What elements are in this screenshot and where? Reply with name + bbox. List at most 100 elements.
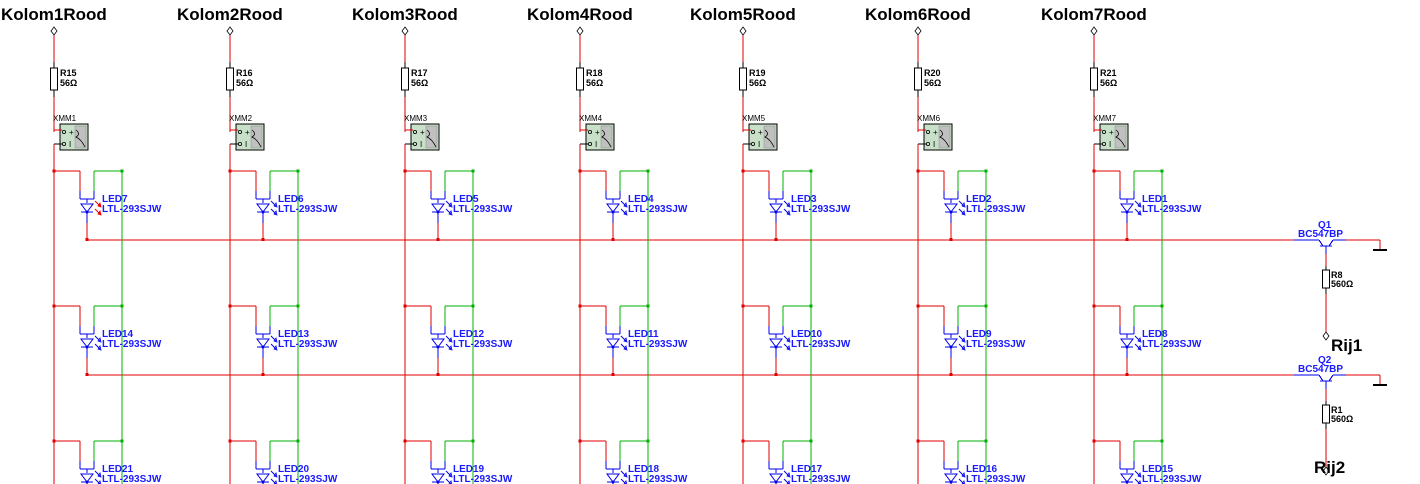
junction-dot: [296, 169, 300, 173]
row-title: Rij1: [1331, 336, 1362, 355]
light-arrowhead: [623, 480, 628, 484]
light-arrow-icon: [783, 478, 790, 484]
multimeter-icon[interactable]: +I: [585, 123, 615, 151]
column-title: Kolom7Rood: [1041, 5, 1147, 24]
terminal-icon[interactable]: [401, 26, 409, 36]
junction-dot: [120, 304, 124, 308]
junction-dot: [809, 304, 813, 308]
multimeter-display: [763, 125, 776, 149]
junction-dot: [471, 169, 475, 173]
junction-dot: [228, 304, 232, 308]
resistor-icon[interactable]: [576, 67, 584, 91]
resistor-value: 56Ω: [586, 78, 603, 88]
resistor-icon[interactable]: [1322, 404, 1330, 424]
terminal-icon[interactable]: [576, 26, 584, 36]
terminal-icon[interactable]: [50, 26, 58, 36]
terminal-icon[interactable]: [226, 26, 234, 36]
junction-dot: [1160, 304, 1164, 308]
terminal-icon[interactable]: [1090, 26, 1098, 36]
minus-sign: I: [245, 140, 247, 149]
junction-dot: [646, 304, 650, 308]
led-diode-icon: [431, 473, 445, 483]
light-arrow-icon: [270, 208, 277, 215]
resistor-icon[interactable]: [226, 67, 234, 91]
terminal-icon[interactable]: [739, 26, 747, 36]
light-arrowhead: [448, 480, 453, 484]
junction-dot: [228, 439, 232, 443]
multimeter-needle: [764, 129, 775, 148]
resistor-icon[interactable]: [914, 67, 922, 91]
junction-dot: [52, 169, 56, 173]
junction-dot: [296, 304, 300, 308]
junction-dot: [1160, 439, 1164, 443]
light-arrow-icon: [445, 335, 452, 342]
multimeter-icon[interactable]: +I: [1099, 123, 1129, 151]
resistor-icon[interactable]: [739, 67, 747, 91]
light-arrow-icon: [445, 343, 452, 350]
multimeter-icon[interactable]: +I: [923, 123, 953, 151]
resistor-icon[interactable]: [1322, 269, 1330, 289]
resistor-ref: R21: [1100, 68, 1117, 78]
terminal-icon[interactable]: [1322, 466, 1330, 476]
light-arrow-icon: [620, 343, 627, 350]
terminal-icon[interactable]: [1322, 331, 1330, 341]
multimeter-needle: [1115, 129, 1126, 148]
light-arrow-icon: [270, 343, 277, 350]
light-arrowhead: [786, 472, 791, 478]
minus-sign: I: [69, 140, 71, 149]
probe-minus: [926, 141, 931, 146]
probe-minus: [1102, 141, 1107, 146]
multimeter-needle: [601, 129, 612, 148]
resistor-icon[interactable]: [401, 67, 409, 91]
led-ref: LED6: [278, 194, 304, 205]
multimeter-icon[interactable]: +I: [235, 123, 265, 151]
light-arrow-icon: [94, 470, 101, 477]
resistor-icon[interactable]: [1090, 67, 1098, 91]
multimeter-icon[interactable]: +I: [748, 123, 778, 151]
light-arrowhead: [97, 337, 102, 343]
led-ref: LED18: [628, 464, 660, 475]
junction-dot: [1092, 439, 1096, 443]
terminal-icon[interactable]: [914, 26, 922, 36]
row-title: Rij2: [1314, 458, 1345, 477]
multimeter-icon[interactable]: +I: [59, 123, 89, 151]
probe-minus: [62, 141, 67, 146]
light-arrow-icon: [1134, 208, 1141, 215]
led-diode-icon: [431, 203, 445, 213]
light-arrowhead: [273, 337, 278, 343]
led-part: LTL-293SJW: [1142, 204, 1202, 215]
junction-dot: [120, 169, 124, 173]
light-arrowhead: [273, 472, 278, 478]
resistor-icon[interactable]: [50, 67, 58, 91]
light-arrowhead: [97, 202, 102, 208]
led-ref: LED2: [966, 194, 992, 205]
light-arrow-icon: [1134, 335, 1141, 342]
led-part: LTL-293SJW: [102, 204, 162, 215]
junction-dot: [1160, 169, 1164, 173]
multimeter-icon[interactable]: +I: [410, 123, 440, 151]
transistor-part: BC547BP: [1298, 364, 1343, 375]
